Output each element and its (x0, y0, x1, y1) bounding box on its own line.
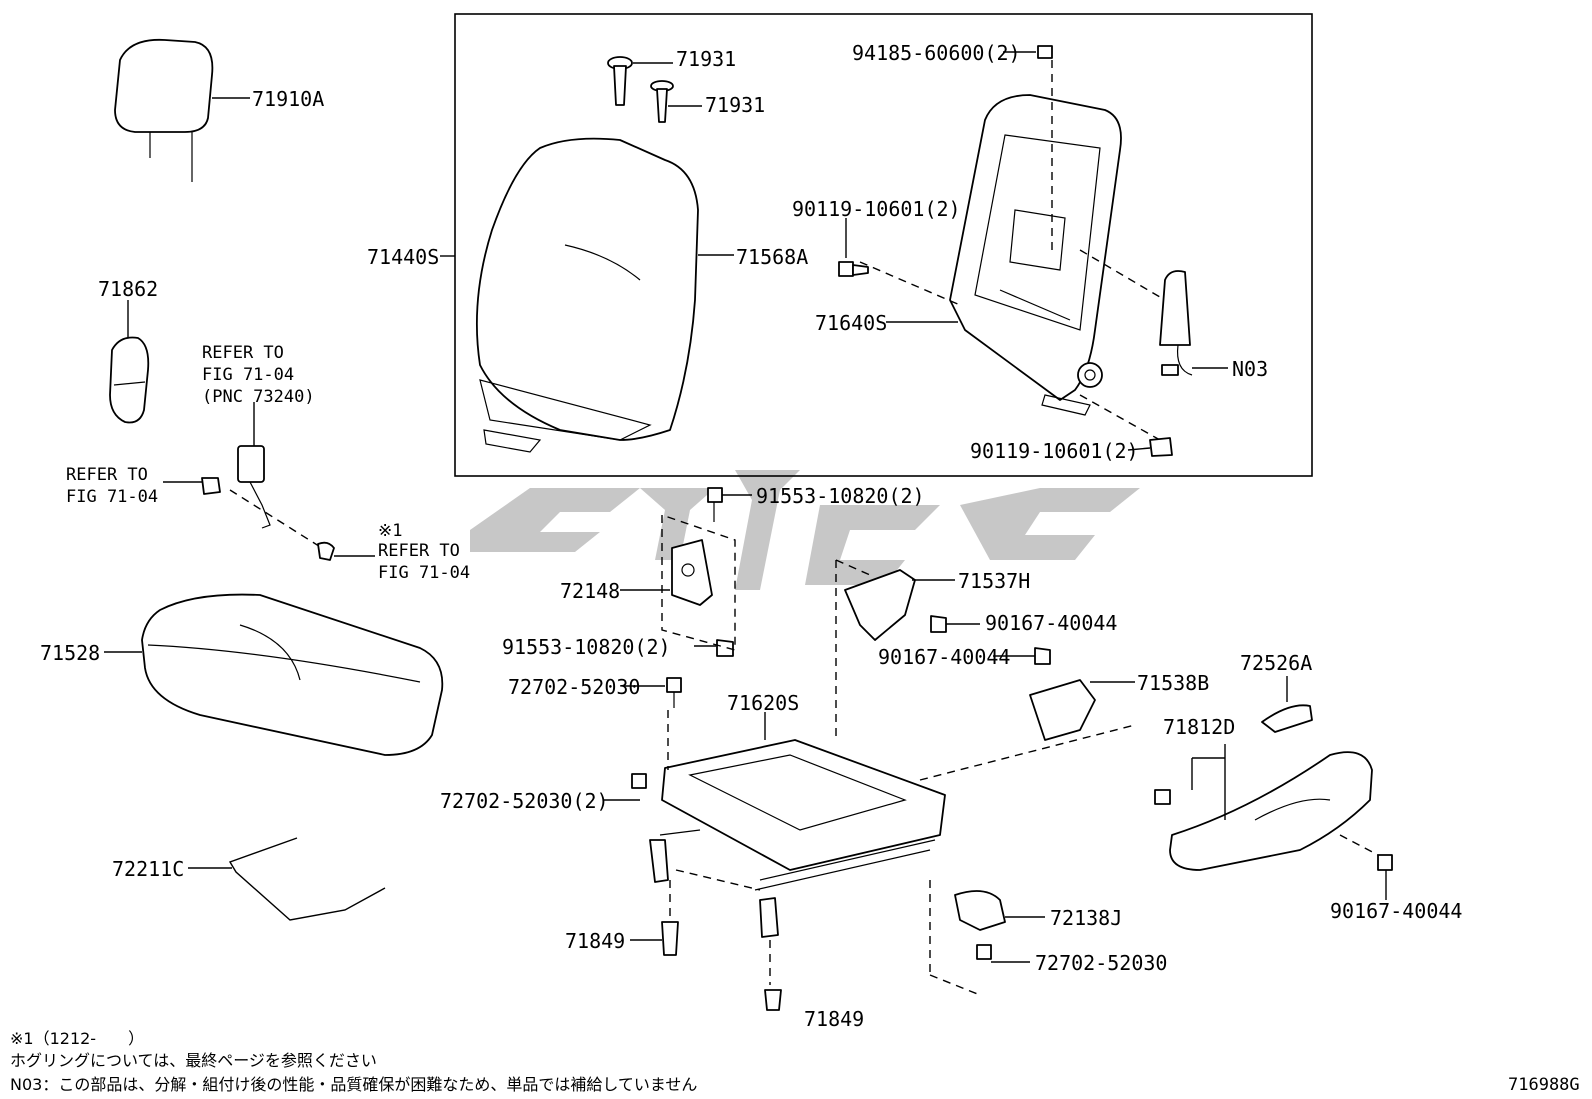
seatback-frame-part (859, 60, 1166, 441)
note-line2: ホグリングについては、最終ページを参照ください (10, 1051, 377, 1070)
shield-inner-part (835, 559, 955, 641)
label-71862: 71862 (98, 277, 158, 301)
note-line3: N03：この部品は、分解・組付け後の性能・品質確保が困難なため、単品では補給して… (10, 1075, 697, 1094)
headrest-guide-pins (607, 56, 702, 123)
seatback-cover-part (440, 137, 734, 453)
watermark-logo (470, 470, 1140, 590)
note-line1: ※1（1212- ） (10, 1029, 144, 1048)
side-airbag-module (1159, 270, 1228, 376)
seatback-assembly-box (454, 13, 1313, 477)
refer-belt-line3: (PNC 73240) (202, 387, 315, 407)
label-71931-lower: 71931 (705, 93, 765, 117)
label-91553-10820-lower: 91553-10820(2) (502, 635, 671, 659)
recliner-cover-part (109, 300, 150, 424)
label-71528: 71528 (40, 641, 100, 665)
figure-code: 716988G (1508, 1075, 1580, 1095)
stopper-pins (630, 921, 782, 1011)
track-cover-part (954, 890, 1045, 931)
refer-bolt-line2: FIG 71-04 (66, 487, 158, 507)
label-N03: N03 (1232, 357, 1268, 381)
seat-belt-buckle (229, 402, 375, 561)
label-71849-a: 71849 (565, 929, 625, 953)
label-72148: 72148 (560, 579, 620, 603)
lever-knob-part (1261, 676, 1313, 733)
seat-track-frame (649, 560, 1136, 996)
label-71849-b: 71849 (804, 1007, 864, 1031)
label-72211C: 72211C (112, 857, 184, 881)
refer-belt-line2: FIG 71-04 (202, 365, 294, 385)
label-90167-40044-a: 90167-40044 (985, 611, 1117, 635)
label-71640S: 71640S (815, 311, 887, 335)
seat-cushion-part (104, 593, 444, 756)
label-71910A: 71910A (252, 87, 324, 111)
seat-side-shield-part (1169, 744, 1379, 871)
label-72138J: 72138J (1050, 906, 1122, 930)
label-72702-52030-a: 72702-52030 (508, 675, 640, 699)
label-72526A: 72526A (1240, 651, 1312, 675)
label-72702-52030-b: 72702-52030(2) (440, 789, 609, 813)
label-71440S: 71440S (367, 245, 439, 269)
label-71537H: 71537H (958, 569, 1030, 593)
label-71812D: 71812D (1163, 715, 1235, 739)
label-90119-10601-upper: 90119-10601(2) (792, 197, 961, 221)
label-90167-40044-c: 90167-40044 (1330, 899, 1462, 923)
refer-belt-line1: REFER TO (202, 343, 284, 363)
shield-outer-part (1029, 679, 1135, 741)
label-71568A: 71568A (736, 245, 808, 269)
label-71538B: 71538B (1137, 671, 1209, 695)
label-90167-40044-b: 90167-40044 (878, 645, 1010, 669)
seat-wire-part (188, 837, 386, 921)
headrest-part (114, 38, 250, 182)
label-71620S: 71620S (727, 691, 799, 715)
fastener-bolts (163, 45, 1393, 963)
bracket-part (620, 514, 736, 651)
label-91553-10820-upper: 91553-10820(2) (756, 484, 925, 508)
refer-bolt-line1: REFER TO (66, 465, 148, 485)
label-90119-10601-lower: 90119-10601(2) (970, 439, 1139, 463)
refer-clip-line2: FIG 71-04 (378, 563, 470, 583)
label-72702-52030-c: 72702-52030 (1035, 951, 1167, 975)
refer-clip-mark: ※1 (378, 521, 402, 541)
label-94185-60600: 94185-60600(2) (852, 41, 1021, 65)
refer-clip-line1: REFER TO (378, 541, 460, 561)
label-71931-upper: 71931 (676, 47, 736, 71)
